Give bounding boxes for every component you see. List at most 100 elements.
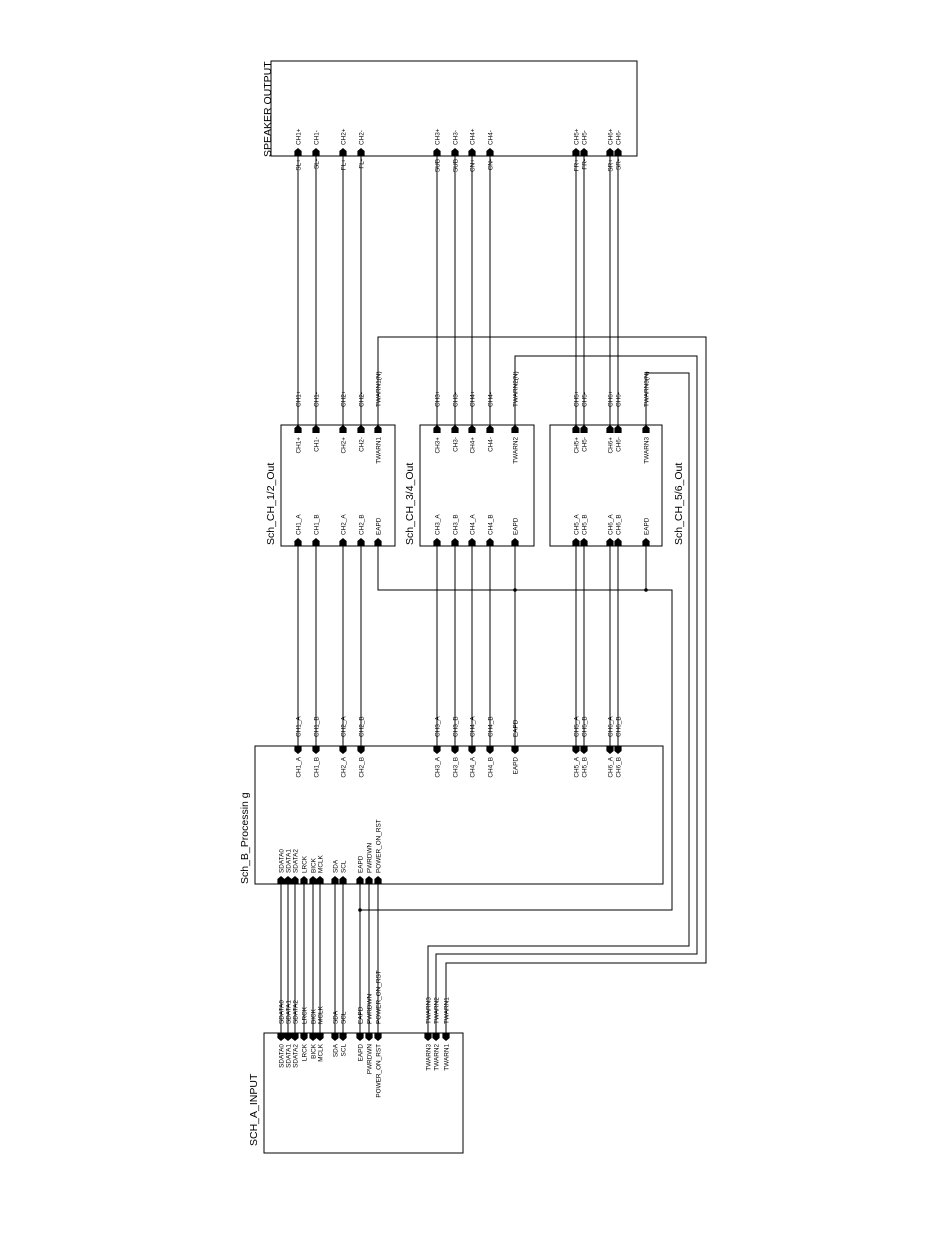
- ch34-bottom-pin-label: EAPD: [512, 517, 519, 535]
- ch12-bottom-pin-label: EAPD: [375, 517, 382, 535]
- ch56-top-net-label: CH6+: [607, 390, 614, 407]
- input-pin-label: PWRDWN: [366, 1044, 373, 1075]
- ch34-top-net-label: TWARN2(N): [512, 371, 519, 407]
- ch56-top-pin-label: CH6-: [615, 437, 622, 452]
- input-pin-label: SDA: [332, 1043, 339, 1057]
- ch56-top-pin-label: CH5-: [581, 437, 588, 452]
- processing-block: [254, 745, 664, 885]
- proc-top-pin-label: CH2_B: [358, 757, 365, 778]
- proc-top-pin-label: CH1_B: [313, 757, 320, 778]
- ch34-out-title: Sch_CH_3/4_Out: [404, 463, 416, 545]
- speaker-pin-label: CH2-: [358, 130, 365, 145]
- ch56-top-net-label: CH5-: [581, 392, 588, 407]
- port-pin: [606, 538, 614, 546]
- speaker-net-label: FL+: [340, 159, 347, 170]
- port-pin: [357, 425, 365, 433]
- speaker-net-label: SR+: [607, 159, 614, 172]
- proc-top-net-label: EAPD: [512, 719, 519, 737]
- proc-top-net-label: CH3_B: [452, 716, 459, 737]
- port-pin: [451, 538, 459, 546]
- proc-top-pin-label: CH4_A: [469, 756, 476, 777]
- proc-top-pin-label: EAPD: [512, 757, 519, 775]
- port-pin: [511, 425, 519, 433]
- port-pin: [572, 538, 580, 546]
- port-pin: [331, 876, 339, 884]
- port-pin: [331, 1033, 339, 1041]
- ch34-top-net-label: CH3+: [434, 390, 441, 407]
- port-pin: [312, 148, 320, 156]
- port-pin: [294, 538, 302, 546]
- input-net-label: MCLK: [317, 1006, 324, 1024]
- port-pin: [433, 425, 441, 433]
- port-pin: [486, 746, 494, 754]
- input-net-label: EAPD: [357, 1006, 364, 1024]
- port-pin: [580, 746, 588, 754]
- input-pin-label: SCL: [340, 1044, 347, 1057]
- ch34-bottom-pin-label: CH3_A: [434, 514, 441, 535]
- speaker-net-label: SR-: [615, 159, 622, 170]
- ch12-top-pin-label: CH2-: [358, 437, 365, 452]
- speaker-net-label: FR+: [573, 159, 580, 172]
- port-pin: [511, 746, 519, 754]
- ch34-top-pin-label: CH3+: [434, 437, 441, 454]
- proc-top-pin-label: CH5_B: [581, 757, 588, 778]
- port-pin: [291, 876, 299, 884]
- proc-top-net-label: CH6_B: [615, 716, 622, 737]
- port-pin: [486, 538, 494, 546]
- port-pin: [312, 425, 320, 433]
- port-pin: [606, 148, 614, 156]
- proc-top-net-label: CH5_A: [573, 716, 580, 737]
- proc-top-pin-label: CH4_B: [487, 757, 494, 778]
- proc-bottom-pin-label: PWRDWN: [366, 842, 373, 873]
- twarn1-wire: [377, 336, 707, 1033]
- input-pin-label: SDATA2: [292, 1044, 299, 1068]
- input-pin-label: MCLK: [317, 1043, 324, 1061]
- port-pin: [357, 538, 365, 546]
- port-pin: [433, 538, 441, 546]
- proc-bottom-pin-label: BICK: [310, 857, 317, 873]
- port-pin: [451, 425, 459, 433]
- port-pin: [424, 1033, 432, 1041]
- junction-dot: [358, 908, 362, 912]
- port-pin: [572, 746, 580, 754]
- proc-bottom-pin-label: SDATA0: [278, 849, 285, 873]
- input-pin-label: TWARN2: [433, 1044, 440, 1071]
- port-pin: [468, 538, 476, 546]
- proc-top-pin-label: CH6_A: [607, 756, 614, 777]
- port-pin: [356, 1033, 364, 1041]
- junction-dot: [513, 588, 517, 592]
- port-pin: [642, 538, 650, 546]
- ch12-top-net-label: CH2+: [340, 390, 347, 407]
- port-pin: [365, 876, 373, 884]
- input-net-label: SCL: [340, 1011, 347, 1024]
- twarn3-wire: [427, 372, 690, 1033]
- port-pin: [486, 148, 494, 156]
- ch12-top-net-label: CH1+: [295, 390, 302, 407]
- ch34-top-pin-label: CH4+: [469, 437, 476, 454]
- proc-bottom-pin-label: SDATA2: [292, 849, 299, 873]
- port-pin: [580, 538, 588, 546]
- proc-top-pin-label: CH6_B: [615, 757, 622, 778]
- ch56-bottom-pin-label: CH5_A: [573, 514, 580, 535]
- ch56-bottom-pin-label: CH6_B: [615, 514, 622, 535]
- port-pin: [580, 425, 588, 433]
- speaker-net-label: SUB: [452, 159, 459, 172]
- ch34-top-net-label: CH4-: [487, 392, 494, 407]
- port-pin: [614, 148, 622, 156]
- pin-layer: [277, 148, 650, 1041]
- proc-top-pin-label: CH5_A: [573, 756, 580, 777]
- proc-top-net-label: CH4_B: [487, 716, 494, 737]
- ch12-out-title: Sch_CH_1/2_Out: [265, 463, 277, 545]
- speaker-pin-label: CH1-: [313, 130, 320, 145]
- proc-top-net-label: CH2_B: [358, 716, 365, 737]
- ch12-top-net-label: TWARN1(N): [375, 371, 382, 407]
- junction-dot: [644, 588, 648, 592]
- port-pin: [374, 425, 382, 433]
- ch34-bottom-pin-label: CH4_B: [487, 514, 494, 535]
- input-pin-label: LRCK: [301, 1043, 308, 1061]
- wire-layer: [280, 156, 707, 1033]
- port-pin: [468, 148, 476, 156]
- ch34-top-net-label: CH3-: [452, 392, 459, 407]
- ch56-out-block: [549, 424, 663, 547]
